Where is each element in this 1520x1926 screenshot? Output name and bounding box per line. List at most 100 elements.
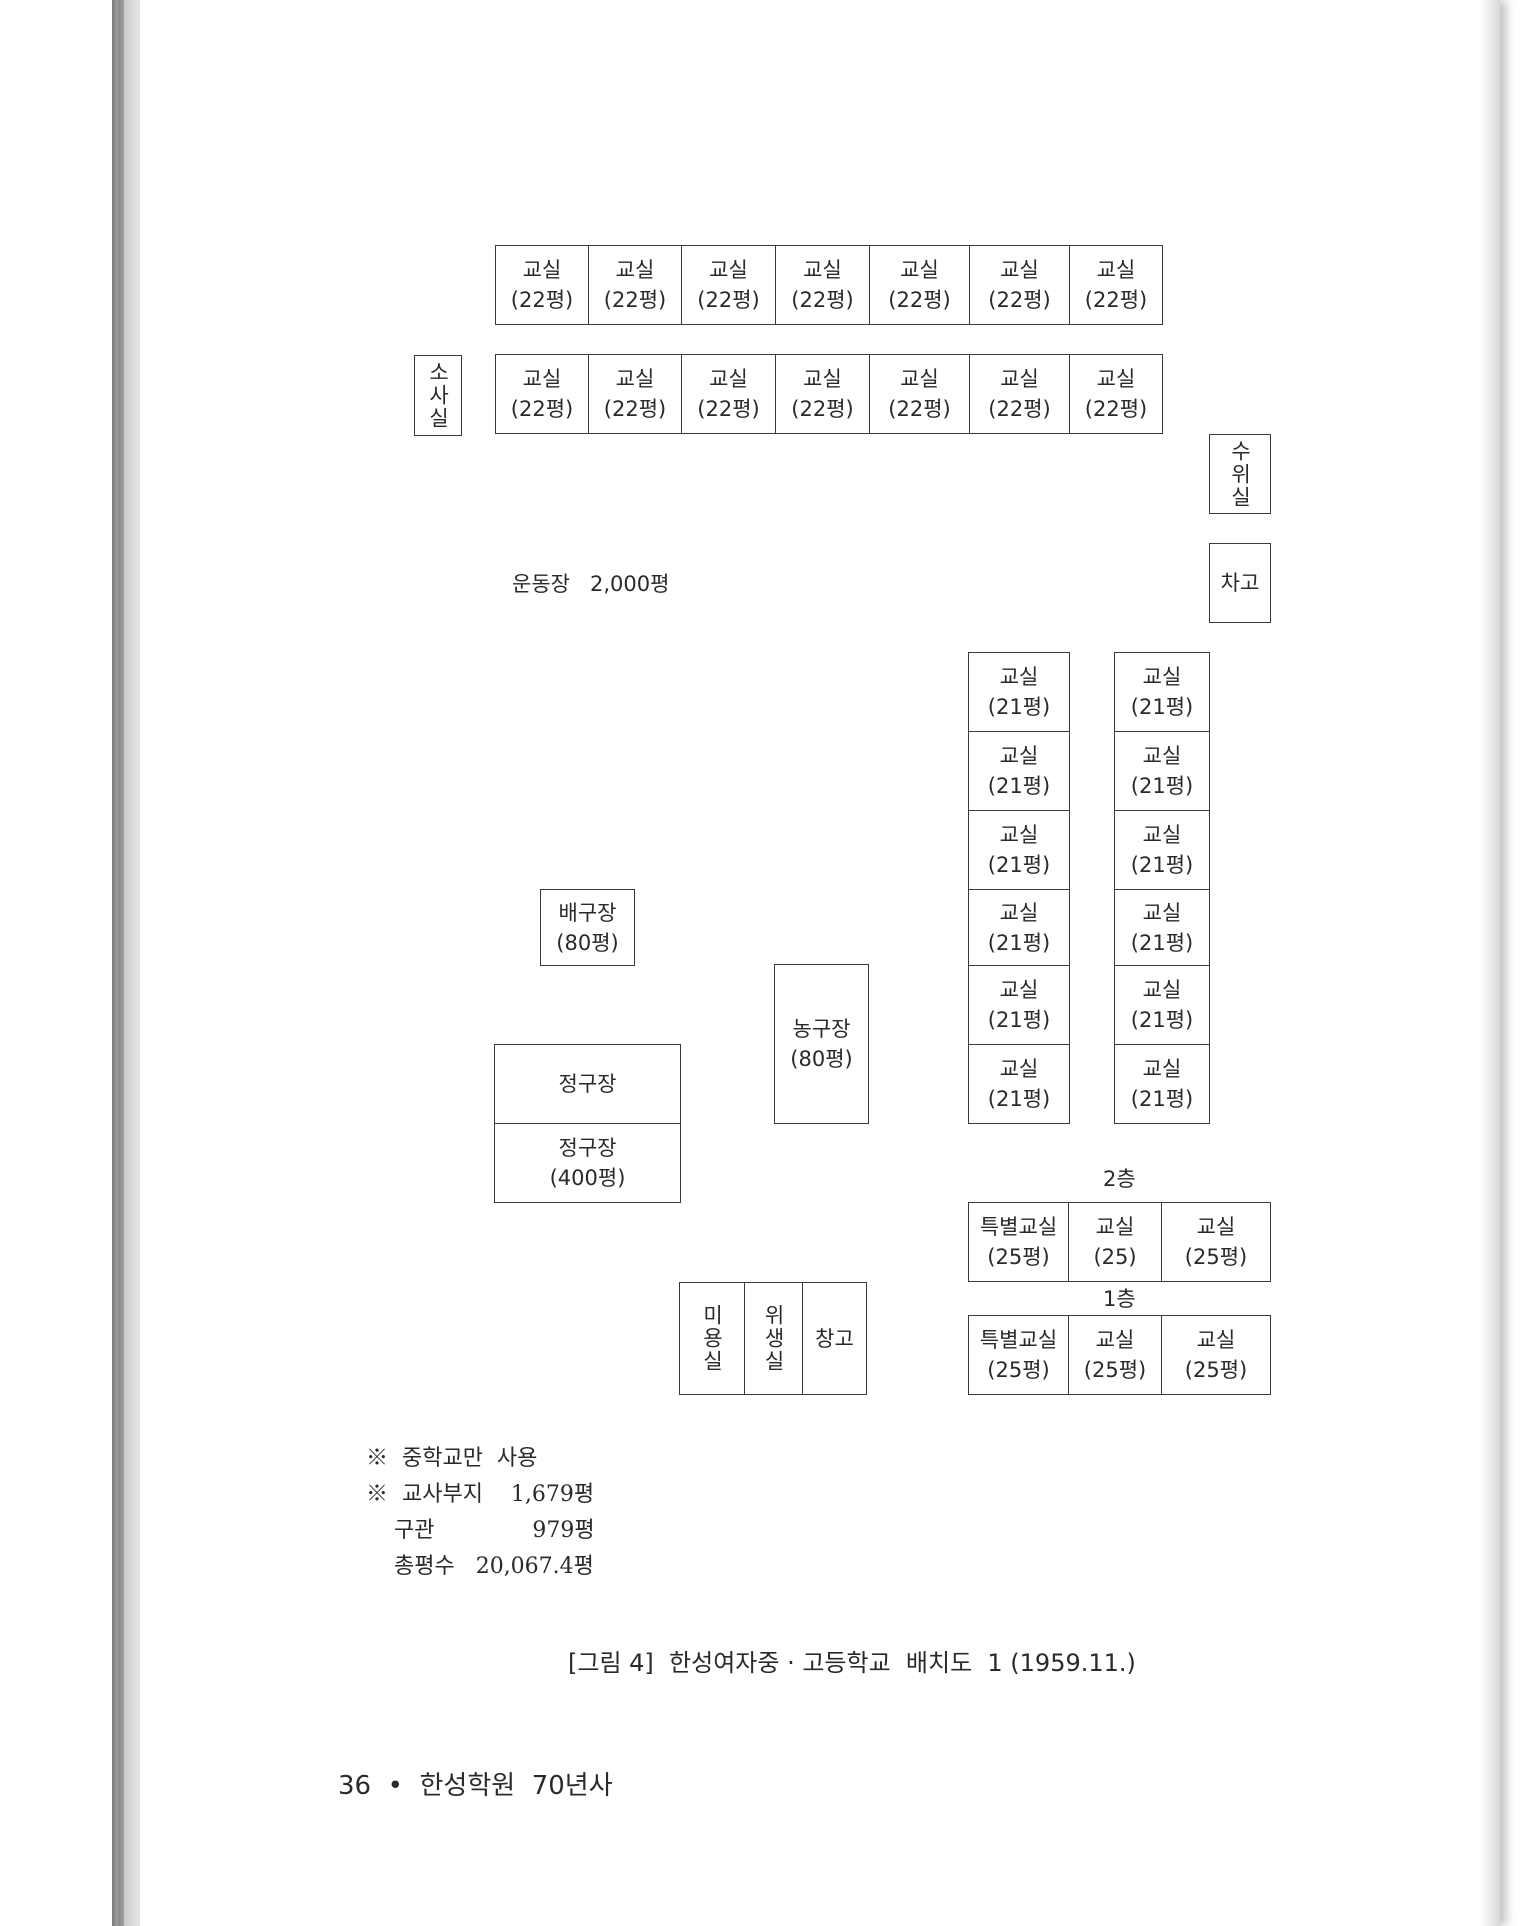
page-footer: 36 • 한성학원 70년사 <box>338 1771 613 1801</box>
room-name: 교실 <box>1000 258 1039 282</box>
court-size: (80평) <box>790 1047 853 1071</box>
page-right-shadow <box>1480 0 1500 1926</box>
room-size: (21평) <box>1130 695 1194 719</box>
room-name: 교실 <box>803 258 842 282</box>
classroom-box: 교실(22평) <box>869 354 970 434</box>
tennis-court-bottom: 정구장 (400평) <box>494 1123 681 1203</box>
tennis-court-top: 정구장 <box>494 1044 681 1124</box>
classroom-box: 교실 (22평) <box>969 245 1070 325</box>
court-name: 농구장 <box>792 1017 851 1041</box>
storage-room: 창고 <box>802 1282 867 1395</box>
book-spine-line <box>118 0 124 1926</box>
classroom-box: 교실(21평) <box>1114 965 1210 1045</box>
room-name: 교실 <box>522 258 562 282</box>
room-name: 교실 <box>709 367 748 391</box>
room-name: 교실 <box>1095 1215 1135 1239</box>
classroom-box: 교실(21평) <box>968 1044 1070 1124</box>
classroom-box: 교실(22평) <box>869 245 970 325</box>
room-size: (22평) <box>791 288 854 312</box>
room-name: 교실 <box>709 258 748 282</box>
garage: 차고 <box>1209 543 1271 623</box>
court-name: 배구장 <box>558 900 617 925</box>
room-size: (21평) <box>987 853 1051 877</box>
classroom-box: 교실 (22평) <box>681 354 776 434</box>
room-size: (21평) <box>987 930 1051 955</box>
room-size: (22평) <box>888 288 951 312</box>
classroom-box: 교실(22평) <box>588 354 682 434</box>
court-name: 정구장 <box>558 1072 617 1096</box>
classroom-box: 교실(22평) <box>1069 354 1163 434</box>
room-name: 교실 <box>1142 900 1182 925</box>
classroom-box: 교실(21평) <box>1114 1044 1210 1124</box>
room-name: 교실 <box>999 978 1039 1002</box>
room-size: (22평) <box>603 397 667 421</box>
room-size: (21평) <box>987 1008 1051 1032</box>
classroom-box: 교실 (21평) <box>1114 731 1210 811</box>
room-size: (25) <box>1093 1245 1137 1269</box>
note-line-2: ※ 교사부지 1,679평 <box>366 1482 595 1507</box>
room-name: 교실 <box>1142 1057 1182 1081</box>
note-line-4: 총평수 20,067.4평 <box>394 1554 594 1579</box>
room-size: (21평) <box>987 774 1051 798</box>
guard-room-label: 수위실 <box>1228 439 1252 509</box>
room-size: (22평) <box>888 397 951 421</box>
room-size: (22평) <box>697 397 760 421</box>
playground-label: 운동장 2,000평 <box>512 568 669 598</box>
classroom-box: 교실 (21평) <box>1114 652 1210 732</box>
room-name: 교실 <box>1142 665 1182 689</box>
room-size: (21평) <box>1130 1008 1194 1032</box>
playground-area: 2,000평 <box>590 572 670 596</box>
classroom-box: 교실(22평) <box>775 354 870 434</box>
room-name: 교실 <box>1142 744 1182 768</box>
court-size: (400평) <box>549 1166 626 1190</box>
classroom-box: 교실(21평) <box>968 810 1070 890</box>
room-name: 특별교실 <box>979 1328 1058 1352</box>
classroom-box: 교실(21평) <box>968 731 1070 811</box>
room-size: (25평) <box>1184 1245 1248 1269</box>
room-size: (21평) <box>1130 930 1194 955</box>
room-size: (21평) <box>1130 774 1194 798</box>
room-name: 교실 <box>522 367 562 391</box>
room-size: (25평) <box>1184 1358 1248 1382</box>
room-size: (21평) <box>987 695 1051 719</box>
floor-2-label: 2층 <box>1103 1167 1136 1191</box>
note-line-3: 구관 979평 <box>394 1518 595 1543</box>
playground-name: 운동장 <box>512 572 570 596</box>
hygiene-room: 위생실 <box>744 1282 803 1395</box>
classroom-box: 교실 (22평) <box>495 354 589 434</box>
room-size: (22평) <box>510 397 574 421</box>
janitor-room-label: 소사실 <box>426 361 450 430</box>
court-name: 정구장 <box>558 1136 617 1160</box>
classroom-box: 교실 (21평) <box>1114 889 1210 966</box>
classroom-box: 교실 (22평) <box>969 354 1070 434</box>
room-size: (22평) <box>988 397 1051 421</box>
classroom-box: 교실(22평) <box>588 245 682 325</box>
basketball-court: 농구장 (80평) <box>774 964 869 1124</box>
janitor-room: 소사실 <box>414 355 462 436</box>
room-name: 교실 <box>999 900 1039 925</box>
room-name: 교실 <box>803 367 842 391</box>
guard-room: 수위실 <box>1209 434 1271 514</box>
room-size: (25평) <box>987 1358 1050 1382</box>
room-name: 교실 <box>1142 823 1182 847</box>
room-name: 교실 <box>1000 367 1039 391</box>
garage-label: 차고 <box>1220 571 1260 595</box>
volleyball-court: 배구장(80평) <box>540 889 635 966</box>
classroom-box: 교실(22평) <box>495 245 589 325</box>
beauty-room-label: 미용실 <box>700 1304 724 1373</box>
classroom-box: 교실(25평) <box>1068 1315 1162 1395</box>
room-size: (22평) <box>988 288 1051 312</box>
hygiene-room-label: 위생실 <box>761 1304 786 1373</box>
room-size: (22평) <box>697 288 760 312</box>
room-name: 특별교실 <box>979 1215 1058 1239</box>
classroom-box: 교실(21평) <box>1114 810 1210 890</box>
book-spine-edge <box>112 0 142 1926</box>
room-name: 교실 <box>1095 1328 1135 1352</box>
room-size: (22평) <box>1084 397 1148 421</box>
classroom-box: 교실(21평) <box>968 652 1070 732</box>
figure-caption: [그림 4] 한성여자중 · 고등학교 배치도 1 (1959.11.) <box>568 1649 1136 1677</box>
classroom-box: 특별교실 (25평) <box>968 1315 1069 1395</box>
room-name: 교실 <box>615 258 655 282</box>
classroom-box: 교실 (22평) <box>681 245 776 325</box>
room-name: 교실 <box>1096 258 1136 282</box>
